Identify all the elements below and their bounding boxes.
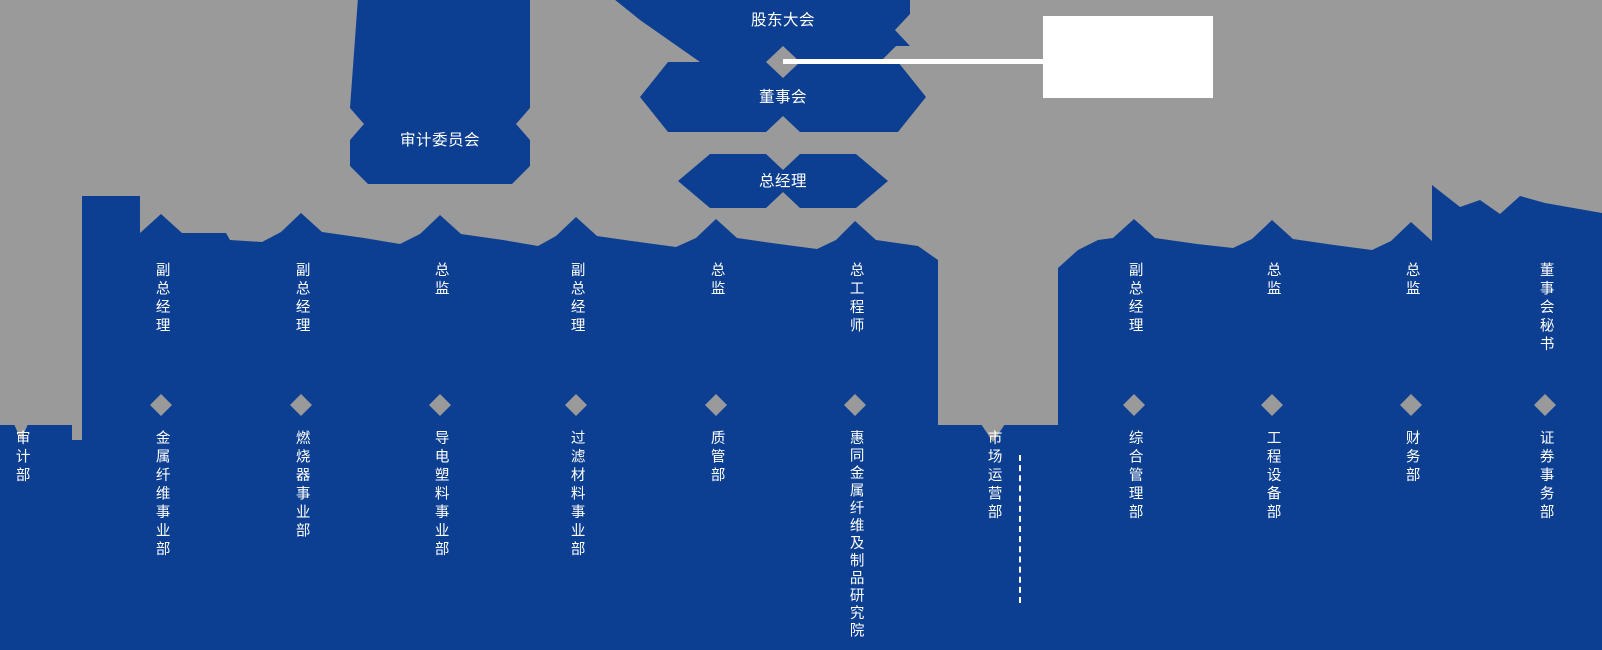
node-shape-shareholders-lower[interactable] [578,0,900,62]
diamond-icon-4 [565,394,587,416]
diamond-icon-7 [1123,394,1145,416]
diamond-icon-2 [290,394,312,416]
node-shape-shareholders[interactable] [578,0,910,46]
diamond-icon-3 [429,394,451,416]
dashed-connector [1019,455,1021,603]
diamond-icon-1 [150,394,172,416]
callout-leader-line [783,59,1045,64]
node-shape-audit-committee[interactable] [350,0,530,184]
department-band [0,425,1602,650]
band-notch-market [938,418,1058,442]
node-shape-board[interactable] [640,62,926,132]
node-shape-general-manager[interactable] [678,154,888,208]
band-notch-left-v [0,418,82,440]
diamond-connectors [150,394,1556,416]
diamond-icon-9 [1400,394,1422,416]
callout-box[interactable] [1043,16,1213,98]
diamond-icon-8 [1261,394,1283,416]
role-band-left-group [82,196,938,425]
diamond-icon-5 [705,394,727,416]
diamond-icon-6 [844,394,866,416]
diamond-icon-10 [1534,394,1556,416]
role-band-right-group [1058,185,1602,425]
